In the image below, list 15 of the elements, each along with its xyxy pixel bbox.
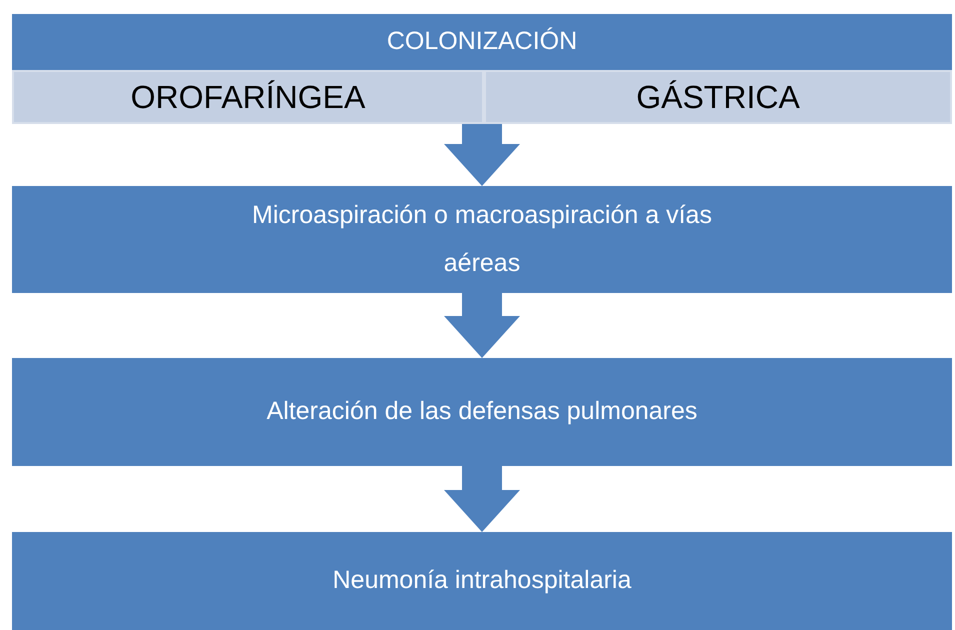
category-box — [12, 70, 484, 124]
process-box — [12, 532, 952, 630]
process-box — [12, 14, 952, 124]
process-box — [12, 186, 952, 293]
step-label: COLONIZACIÓN — [386, 26, 578, 57]
block-arrow — [444, 124, 520, 186]
process-box — [12, 358, 952, 466]
category-box — [484, 70, 952, 124]
block-arrow — [444, 466, 520, 532]
block-arrow — [444, 293, 520, 358]
step-label: Microaspiración o macroaspiración a vías aéreas — [251, 200, 713, 278]
category-label: OROFARÍNGEA — [130, 78, 366, 117]
step-label: Neumonía intrahospitalaria — [332, 565, 632, 596]
category-label: GÁSTRICA — [635, 78, 801, 117]
step-label: Alteración de las defensas pulmonares — [266, 396, 698, 428]
